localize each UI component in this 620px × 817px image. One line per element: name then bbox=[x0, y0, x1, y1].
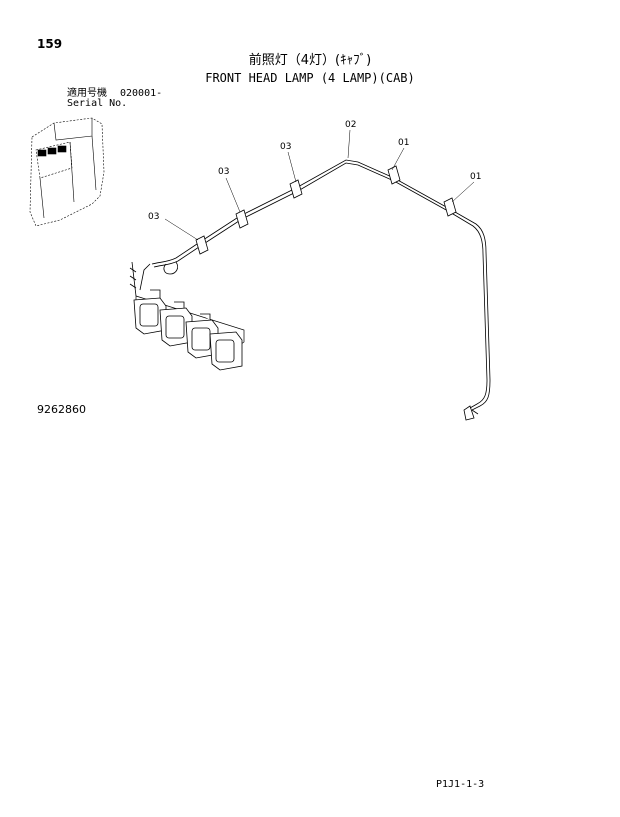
leader-lines bbox=[164, 129, 475, 241]
title-english: FRONT HEAD LAMP (4 LAMP)(CAB) bbox=[205, 71, 415, 85]
callout-03-b: 03 bbox=[218, 167, 229, 177]
serial-label-english: Serial No. bbox=[67, 98, 128, 109]
cab-thumbnail bbox=[29, 117, 105, 227]
clip-03-a bbox=[195, 235, 209, 255]
harness-clips bbox=[195, 165, 457, 255]
callout-03-c: 03 bbox=[280, 142, 291, 152]
harness-wire bbox=[139, 159, 491, 421]
clip-03-b bbox=[235, 209, 249, 229]
callout-01-a: 01 bbox=[398, 138, 409, 148]
page-number: 159 bbox=[37, 37, 63, 51]
serial-value: 020001- bbox=[120, 88, 163, 99]
drawing-number: 9262860 bbox=[37, 403, 86, 416]
clip-03-c bbox=[289, 179, 303, 199]
lamp-assembly bbox=[129, 261, 245, 371]
callout-03-a: 03 bbox=[148, 212, 159, 222]
callout-01-b: 01 bbox=[470, 172, 481, 182]
clip-01-a bbox=[387, 165, 401, 185]
serial-label-japanese: 適用号機 bbox=[67, 88, 107, 99]
title-japanese: 前照灯（4灯）(ｷｬﾌﾞ) bbox=[248, 53, 372, 68]
callout-02: 02 bbox=[345, 120, 356, 130]
page-code: P1J1-1-3 bbox=[436, 779, 485, 790]
clip-01-b bbox=[443, 197, 457, 217]
